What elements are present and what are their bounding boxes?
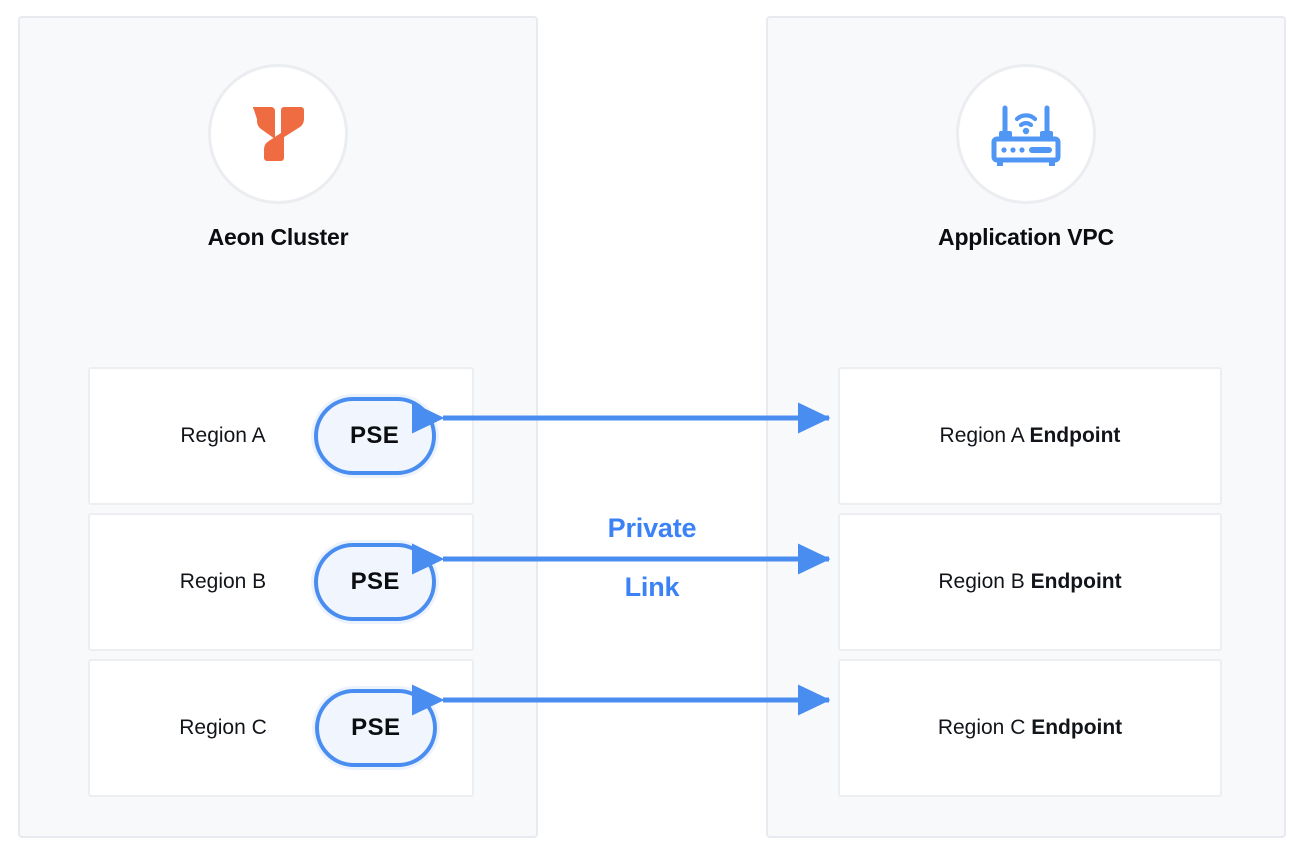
application-vpc-panel: Application VPC Region A Endpoint Region… [766, 16, 1286, 838]
aeon-cluster-header: Aeon Cluster [20, 64, 536, 251]
pse-badge-label: PSE [349, 422, 400, 449]
region-row-content: Region B PSE [104, 543, 486, 621]
region-row-content: Region A PSE [104, 397, 486, 475]
vpc-endpoint-rows: Region A Endpoint Region B Endpoint Regi… [838, 367, 1222, 797]
table-row[interactable]: Region A PSE [88, 367, 474, 505]
endpoint-kind: Endpoint [1030, 570, 1122, 593]
aeon-region-rows: Region A PSE Region B PSE Region C [88, 367, 474, 797]
endpoint-region: Region C [937, 716, 1032, 739]
endpoint-region: Region B [938, 570, 1031, 593]
endpoint-row-content: Region A Endpoint [840, 424, 1220, 448]
endpoint-kind: Endpoint [1031, 716, 1123, 739]
aeon-cluster-title: Aeon Cluster [207, 224, 349, 250]
region-label: Region C [179, 716, 267, 739]
table-row[interactable]: Region C PSE [88, 659, 474, 797]
router-wifi-icon [991, 105, 1061, 166]
endpoint-label: Region C Endpoint [938, 716, 1122, 740]
region-label: Region A [180, 424, 266, 447]
endpoint-label: Region B Endpoint [938, 570, 1121, 594]
pse-badge-label: PSE [350, 568, 400, 595]
application-vpc-header: Application VPC [768, 64, 1284, 251]
table-row[interactable]: Region C Endpoint [838, 659, 1222, 797]
aeon-cluster-panel: Aeon Cluster Region A PSE Region B PSE [18, 16, 538, 838]
private-link-label-line1: Private [607, 513, 697, 543]
table-row[interactable]: Region A Endpoint [838, 367, 1222, 505]
endpoint-row-content: Region C Endpoint [840, 716, 1220, 740]
pse-badge-label: PSE [351, 714, 401, 741]
endpoint-kind: Endpoint [1029, 424, 1121, 447]
private-link-label-line2: Link [624, 572, 680, 602]
pse-badge[interactable]: PSE [313, 397, 436, 475]
region-row-content: Region C PSE [104, 689, 486, 767]
pse-badge[interactable]: PSE [314, 689, 437, 767]
aeon-logo-icon [253, 107, 304, 161]
router-wifi-icon-container [956, 64, 1096, 204]
region-label: Region B [179, 570, 267, 593]
table-row[interactable]: Region B PSE [88, 513, 474, 651]
aeon-logo-icon-container [208, 64, 348, 204]
table-row[interactable]: Region B Endpoint [838, 513, 1222, 651]
application-vpc-title: Application VPC [938, 224, 1114, 250]
endpoint-region: Region A [939, 424, 1030, 447]
endpoint-row-content: Region B Endpoint [840, 570, 1220, 594]
endpoint-label: Region A Endpoint [940, 424, 1121, 448]
pse-badge[interactable]: PSE [314, 543, 437, 621]
